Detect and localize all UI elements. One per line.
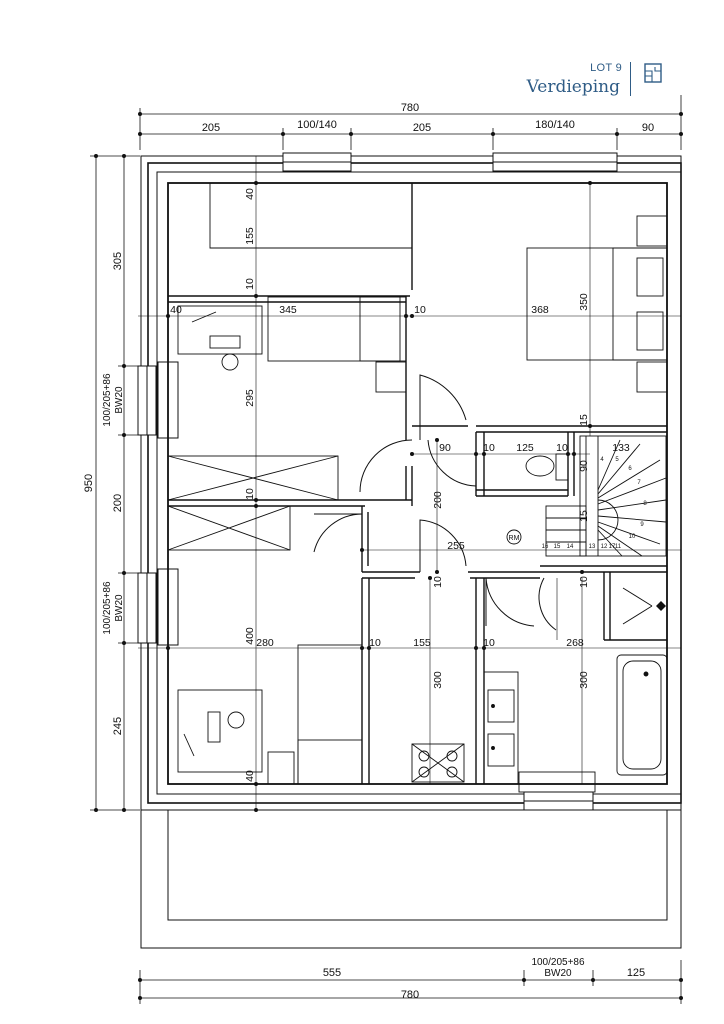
staircase xyxy=(545,435,667,557)
dim-10-h: 10 xyxy=(369,637,381,649)
dim-133: 133 xyxy=(612,442,630,454)
dim-300-b: 300 xyxy=(578,671,590,689)
stair-step-16: 16 xyxy=(542,544,549,550)
dim-400: 400 xyxy=(244,627,256,645)
dimension-lines xyxy=(90,95,682,1004)
grid-lines xyxy=(138,156,681,810)
dim-bottom-seg-2-bw: BW20 xyxy=(544,968,572,979)
stair-step-15: 15 xyxy=(554,544,561,550)
dim-300-a: 300 xyxy=(432,671,444,689)
dim-left-seg-4-bw: BW20 xyxy=(114,594,125,622)
floorplan-icon xyxy=(644,63,662,83)
dim-40-left: 40 xyxy=(170,304,182,316)
dim-left-seg-2-bw: BW20 xyxy=(114,386,125,414)
dim-left-seg-1: 305 xyxy=(112,252,124,270)
dim-345: 345 xyxy=(279,304,297,316)
dim-10-g: 10 xyxy=(578,576,590,588)
shower-drain-icon xyxy=(656,601,666,611)
dim-255: 255 xyxy=(447,540,465,552)
stair-step-17: 17 xyxy=(609,544,616,550)
dim-left-seg-4: 100/205+86 xyxy=(102,581,113,635)
dim-left-total: 950 xyxy=(83,474,95,492)
dim-top-seg-5: 90 xyxy=(642,122,654,134)
dim-bottom-seg-3: 125 xyxy=(627,967,645,979)
dim-368: 368 xyxy=(531,304,549,316)
stair-step-5: 5 xyxy=(615,457,619,463)
dim-left-seg-3: 200 xyxy=(112,494,124,512)
walls xyxy=(140,155,682,949)
dim-15-b: 15 xyxy=(578,510,590,522)
windows xyxy=(137,152,618,811)
dim-10-a: 10 xyxy=(244,278,256,290)
dim-top-total: 780 xyxy=(401,102,419,114)
stair-step-12: 12 xyxy=(601,544,608,550)
rm-label: RM xyxy=(509,535,520,542)
dim-bottom-seg-1: 555 xyxy=(323,967,341,979)
dim-90-a: 90 xyxy=(439,442,451,454)
dim-40-bottom: 40 xyxy=(244,770,256,782)
grid-ticks xyxy=(166,181,592,812)
stair-step-7: 7 xyxy=(637,480,641,486)
wardrobes xyxy=(167,183,412,551)
rm-symbol xyxy=(506,529,522,545)
stair-step-8: 8 xyxy=(643,501,647,507)
dim-125: 125 xyxy=(516,442,534,454)
stair-step-14: 14 xyxy=(567,544,574,550)
dim-155-b: 155 xyxy=(413,637,431,649)
doors xyxy=(313,374,557,631)
dimension-ticks xyxy=(94,112,683,1000)
dim-top-seg-2: 100/140 xyxy=(297,119,337,131)
stair-step-10: 10 xyxy=(629,534,636,540)
dim-200: 200 xyxy=(432,491,444,509)
dim-10-i: 10 xyxy=(483,637,495,649)
dim-10-e: 10 xyxy=(244,488,256,500)
furniture xyxy=(177,215,668,793)
stair-step-13: 13 xyxy=(589,544,596,550)
lot-label: LOT 9 xyxy=(590,62,622,74)
stair-step-6: 6 xyxy=(628,466,632,472)
header-divider xyxy=(630,62,631,96)
dim-40-top: 40 xyxy=(244,188,256,200)
dim-bottom-total: 780 xyxy=(401,989,419,1001)
stair-step-11: 11 xyxy=(615,544,622,550)
dim-top-seg-4: 180/140 xyxy=(535,119,575,131)
dim-350: 350 xyxy=(578,293,590,311)
dim-10-b: 10 xyxy=(414,304,426,316)
dim-top-seg-1: 205 xyxy=(202,122,220,134)
dim-10-d: 10 xyxy=(556,442,568,454)
dim-top-seg-3: 205 xyxy=(413,122,431,134)
dim-155: 155 xyxy=(244,227,256,245)
dim-295: 295 xyxy=(244,389,256,407)
dim-left-seg-2: 100/205+86 xyxy=(102,373,113,427)
dim-10-c: 10 xyxy=(483,442,495,454)
floor-title: Verdieping xyxy=(526,77,620,97)
dim-280: 280 xyxy=(256,637,274,649)
stair-step-9: 9 xyxy=(640,522,644,528)
dim-bottom-seg-2: 100/205+86 xyxy=(531,957,585,968)
dim-left-seg-5: 245 xyxy=(112,717,124,735)
dim-10-f: 10 xyxy=(432,576,444,588)
dim-15-a: 15 xyxy=(578,414,590,426)
stair-step-4: 4 xyxy=(600,457,604,463)
dim-90-b: 90 xyxy=(578,460,590,472)
dim-268: 268 xyxy=(566,637,584,649)
